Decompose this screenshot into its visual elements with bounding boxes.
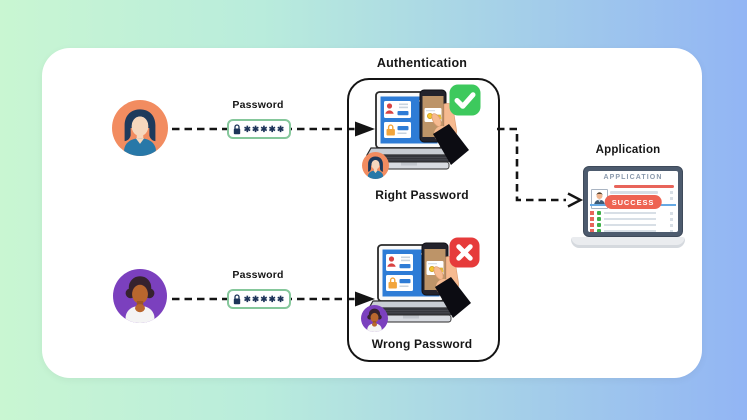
text-line [604, 212, 656, 214]
list-marker [670, 190, 673, 194]
checkbox-icon [596, 216, 601, 222]
application-laptop-screen: APPLICATION SUCCESS [583, 166, 683, 237]
mini-person2-avatar [361, 305, 388, 332]
status-square-red [590, 211, 594, 215]
x-icon [449, 237, 480, 268]
user-one-avatar [112, 100, 168, 156]
text-line [604, 218, 656, 220]
list-marker [670, 211, 673, 215]
password-field-bottom: ✱✱✱✱✱ [227, 289, 291, 309]
status-square-red [590, 223, 594, 227]
application-window-title: APPLICATION [603, 174, 663, 181]
text-line [604, 224, 656, 226]
application-title: Application [595, 144, 661, 156]
status-square-red [590, 229, 594, 232]
password-field-top: ✱✱✱✱✱ [227, 119, 291, 139]
text-line [604, 230, 656, 232]
authentication-title: Authentication [376, 56, 468, 70]
wrong-password-label: Wrong Password [371, 337, 473, 351]
authentication-box [347, 78, 500, 362]
list-marker [670, 229, 673, 232]
list-marker [670, 196, 673, 200]
application-window: APPLICATION SUCCESS [588, 171, 678, 232]
status-square-red [590, 217, 594, 221]
user-two-avatar [113, 269, 167, 323]
masked-password-text: ✱✱✱✱✱ [243, 124, 286, 135]
password-label-bottom: Password [232, 269, 284, 281]
checkbox-icon [596, 210, 601, 216]
lock-icon [233, 123, 240, 134]
list-marker [670, 223, 673, 227]
title-underline [614, 185, 674, 188]
password-label-top: Password [232, 99, 284, 111]
mini-woman-avatar [362, 152, 389, 179]
success-badge: SUCCESS [604, 195, 662, 209]
application-laptop-base [571, 237, 685, 248]
checkbox-icon [596, 228, 601, 232]
masked-password-text: ✱✱✱✱✱ [243, 294, 286, 305]
list-marker [670, 217, 673, 221]
text-line [610, 191, 658, 194]
lock-icon [233, 293, 240, 304]
check-icon [449, 84, 481, 116]
right-password-label: Right Password [375, 188, 469, 202]
checkbox-icon [596, 222, 601, 228]
